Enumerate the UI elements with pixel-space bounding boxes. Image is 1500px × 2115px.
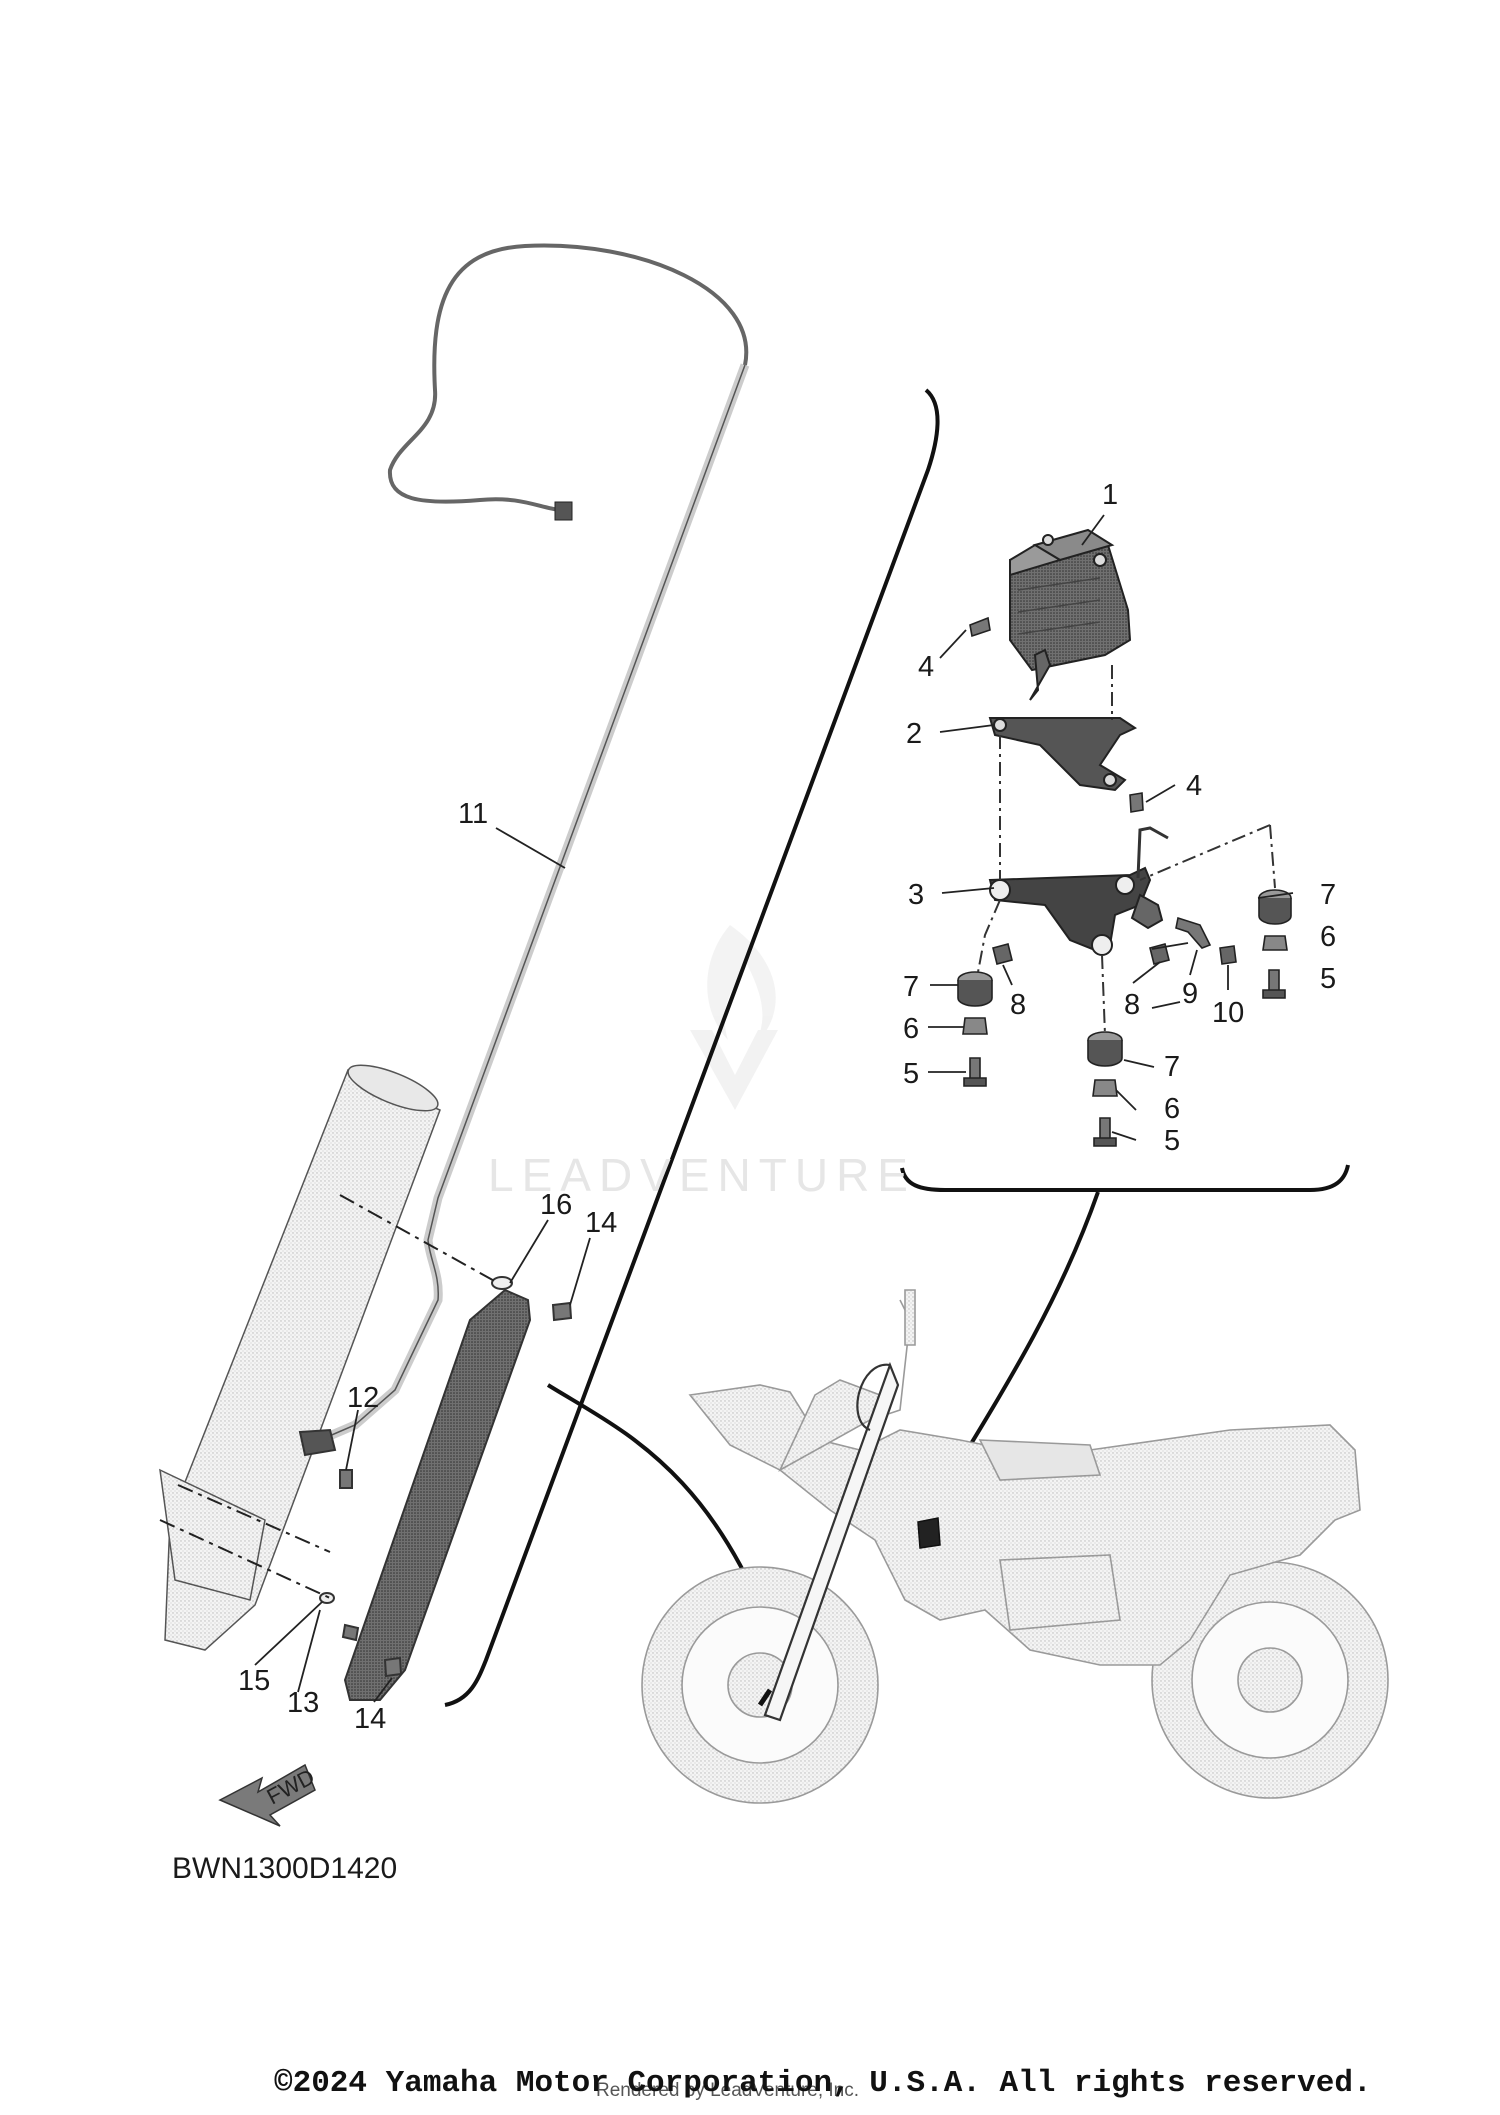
watermark-logo	[690, 925, 778, 1110]
sensor-bracket	[298, 1276, 573, 1701]
callout-leaders	[254, 514, 1294, 1703]
fwd-arrow-icon: FWD	[218, 1764, 319, 1827]
callout-15: 15	[238, 1665, 270, 1697]
callout-2: 2	[906, 718, 922, 750]
callout-5-left: 5	[903, 1058, 919, 1090]
callout-14-lower: 14	[354, 1703, 386, 1735]
callout-labels: 1 2 3 4 4 5 5 5 6 6 6 7 7 7 8 8 9 10 11 …	[238, 479, 1336, 1735]
fork-centerlines	[159, 1194, 499, 1599]
callout-6-left: 6	[903, 1013, 919, 1045]
callout-5-right: 5	[1320, 963, 1336, 995]
callout-7-center: 7	[1164, 1051, 1180, 1083]
callout-9: 9	[1182, 978, 1198, 1010]
callout-12: 12	[347, 1382, 379, 1414]
abs-section-frame	[900, 1164, 1350, 1192]
callout-11: 11	[458, 798, 488, 830]
callout-4-upper: 4	[918, 651, 934, 683]
bike-fork-highlight	[757, 1361, 941, 1722]
callout-5-center: 5	[1164, 1125, 1180, 1157]
assembly-centerlines	[977, 665, 1276, 1036]
rendered-by-credit: Rendered by LeadVenture, Inc.	[596, 2080, 860, 2101]
callout-10: 10	[1212, 997, 1244, 1029]
lower-bracket	[988, 826, 1169, 956]
diagram-code: BWN1300D1420	[172, 1852, 398, 1885]
callout-6-right: 6	[1320, 921, 1336, 953]
section-separators	[444, 388, 1350, 1707]
callout-8-right: 8	[1124, 989, 1140, 1021]
callout-13: 13	[287, 1687, 319, 1719]
upper-bracket	[988, 648, 1138, 792]
callout-3: 3	[908, 879, 924, 911]
wheel-sensor-cable	[318, 243, 750, 1445]
watermark-text: LEADVENTURE	[488, 1149, 916, 1201]
abs-hydraulic-unit	[1009, 528, 1132, 672]
callout-7-left: 7	[903, 971, 919, 1003]
callout-8-left: 8	[1010, 989, 1026, 1021]
callout-4-right: 4	[1186, 770, 1202, 802]
callout-7-right: 7	[1320, 879, 1336, 911]
front-fork-tube	[159, 1064, 441, 1651]
copyright-notice: ©2024 Yamaha Motor Corporation, U.S.A. A…	[274, 2066, 1372, 2101]
callout-16: 16	[540, 1189, 572, 1221]
front-section-divider	[444, 388, 940, 1707]
callout-6-center: 6	[1164, 1093, 1180, 1125]
mount-hardware	[957, 616, 1292, 1147]
callout-14-upper: 14	[585, 1207, 617, 1239]
callout-1: 1	[1102, 479, 1118, 511]
